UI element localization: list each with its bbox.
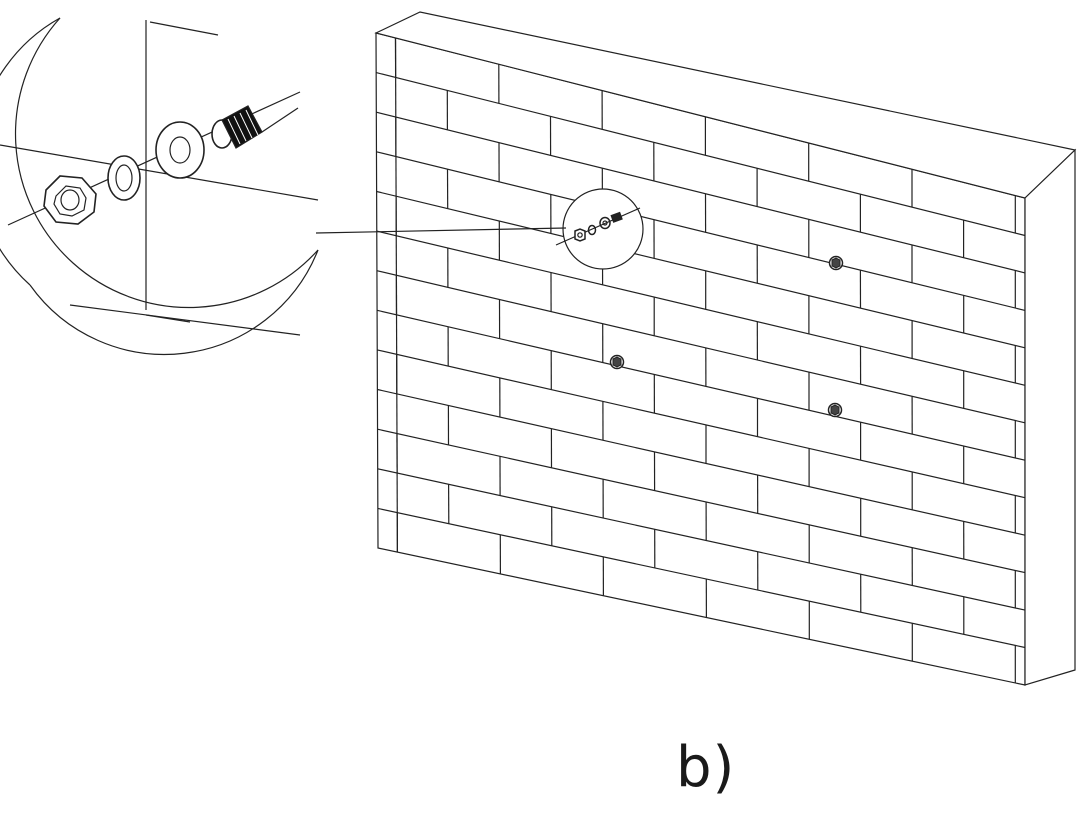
mortar-course-line: [376, 111, 1026, 274]
wall-side-face: [1024, 148, 1076, 686]
anchor-bolt: [827, 402, 843, 418]
callout-leader-line: [315, 227, 567, 234]
mortar-course-line: [377, 468, 1026, 611]
flat-washer-detail: [155, 121, 205, 179]
detail-marker: [555, 188, 644, 270]
mortar-course-line: [376, 230, 1026, 386]
anchor-bolt: [609, 354, 625, 370]
mortar-course-line: [376, 72, 1026, 237]
anchor-bolts: [609, 255, 844, 418]
anchor-bolt-detail: [211, 105, 299, 149]
detail-callout: [0, 17, 319, 356]
figure-caption: b): [676, 735, 736, 800]
mortar-course-line: [376, 151, 1026, 311]
hex-nut-detail: [43, 175, 97, 225]
mortar-course-line: [377, 349, 1026, 499]
mortar-course-line: [376, 309, 1026, 461]
spring-washer-detail: [107, 155, 141, 201]
mortar-course-line: [376, 190, 1026, 349]
wall-edge-line: [394, 37, 398, 553]
mortar-course-line: [376, 270, 1026, 424]
mortar-course-line: [377, 388, 1026, 536]
anchor-bolt: [828, 255, 844, 271]
mortar-course-line: [377, 428, 1026, 574]
brick-wall: [374, 11, 1077, 686]
mortar-course-line: [377, 507, 1026, 649]
brick-mortar-lines: [376, 37, 1026, 683]
